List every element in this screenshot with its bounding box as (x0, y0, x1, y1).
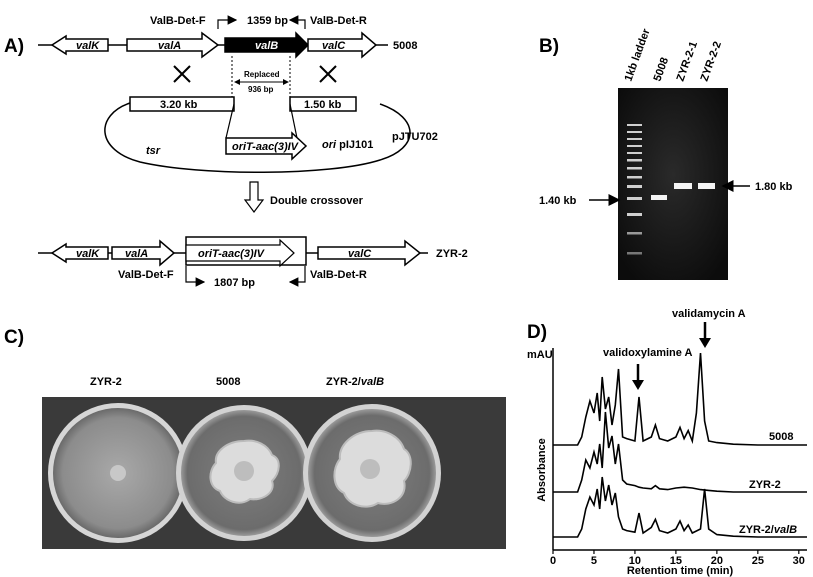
double-crossover-label: Double crossover (270, 195, 364, 207)
svg-text:valA: valA (125, 248, 148, 260)
bottom-amplicon-size: 1807 bp (214, 277, 255, 289)
x-tick-label: 10 (629, 555, 641, 567)
x-tick-label: 15 (670, 555, 682, 567)
svg-text:valC: valC (322, 40, 346, 52)
panel-a-gene-map: A) valK valA valB valC 5008 ValB-Det-F 1… (4, 15, 468, 289)
gene-valc-top: valC (307, 31, 378, 59)
trace-line-2 (553, 476, 807, 538)
band-zyr2-1 (674, 183, 692, 189)
tsr-label: tsr (146, 145, 161, 157)
svg-text:oriT-aac(3)IV: oriT-aac(3)IV (232, 141, 300, 153)
lane-label-5008: 5008 (652, 56, 672, 83)
y-axis-label: Absorbance (536, 438, 548, 502)
primer-f-bottom: ValB-Det-F (118, 269, 174, 281)
svg-text:valA: valA (158, 40, 181, 52)
trace-label-5008: 5008 (769, 431, 793, 443)
x-tick-label: 20 (711, 555, 723, 567)
y-axis-unit: mAU (527, 349, 553, 361)
primer-f-top: ValB-Det-F (150, 15, 206, 27)
x-tick-label: 0 (550, 555, 556, 567)
panel-b-label: B) (539, 36, 559, 57)
panel-b-gel: B) 1kb ladder 5008 ZYR-2-1 ZYR-2-2 1.40 … (539, 27, 793, 280)
gene-valk-top: valK (50, 34, 109, 56)
crossover-mark-right (319, 65, 337, 83)
peak-label-validoxylamine-a: validoxylamine A (603, 347, 693, 359)
right-arm-box: 1.50 kb (289, 96, 357, 112)
peak-label-validamycin-a: validamycin A (672, 308, 746, 320)
svg-text:oriT-aac(3)IV: oriT-aac(3)IV (198, 248, 266, 260)
svg-text:valK: valK (76, 248, 100, 260)
panel-a-label: A) (4, 36, 24, 57)
primer-f-top-arrow (217, 15, 238, 29)
double-crossover-arrow (243, 181, 265, 213)
svg-text:3.20 kb: 3.20 kb (160, 99, 198, 111)
marker-label-1-80kb: 1.80 kb (755, 181, 793, 193)
plasmid-name: pJTU702 (392, 131, 438, 143)
top-amplicon-size: 1359 bp (247, 15, 288, 27)
trace-line-0 (553, 352, 807, 446)
gene-valb-top: valB (224, 31, 310, 59)
trace-label-zyr2: ZYR-2 (749, 479, 781, 491)
svg-text:valK: valK (76, 40, 100, 52)
replaced-label: Replaced (244, 70, 280, 79)
svg-text:valC: valC (348, 248, 372, 260)
trace-line-1 (553, 411, 807, 493)
marker-label-1-40kb: 1.40 kb (539, 195, 577, 207)
gene-valc-bottom: valC (317, 239, 422, 267)
cassette-orit-aac3iv-plasmid: oriT-aac(3)IV (225, 131, 308, 161)
strain-5008-label: 5008 (393, 40, 417, 52)
x-axis-label: Retention time (min) (627, 565, 734, 577)
svg-text:1.50 kb: 1.50 kb (304, 99, 342, 111)
panel-d-label: D) (527, 322, 547, 343)
replaced-bp-label: 936 bp (248, 85, 273, 94)
cassette-orit-aac3iv-bottom: oriT-aac(3)IV (185, 238, 295, 268)
plate-label-5008: 5008 (216, 376, 240, 388)
primer-r-bottom: ValB-Det-R (310, 269, 367, 281)
plate-label-zyr2: ZYR-2 (90, 376, 122, 388)
primer-r-top: ValB-Det-R (310, 15, 367, 27)
lane-label-zyr2-1: ZYR-2-1 (675, 40, 700, 83)
panel-d-hplc-chart: D) mAU Absorbance 0 5 10 15 20 25 30 Retention… (527, 308, 807, 577)
primer-r-bottom-arrow (288, 266, 306, 287)
crossover-mark-left (173, 65, 191, 83)
band-5008 (651, 195, 667, 200)
plate-label-zyr2-valb: ZYR-2/valB (326, 376, 384, 388)
ori-label: ori pIJ101 (322, 139, 373, 151)
gene-vala-top: valA (126, 31, 220, 59)
primer-r-top-arrow (288, 15, 306, 29)
plate-zyr2-valb (303, 404, 441, 542)
plate-5008 (176, 405, 312, 541)
gene-vala-bottom: valA (111, 239, 176, 267)
x-axis-ticks: 0 5 10 15 20 25 30 (550, 550, 805, 567)
lane-label-ladder: 1kb ladder (623, 27, 653, 83)
left-arm-box: 3.20 kb (129, 96, 235, 112)
ladder-bands (627, 124, 642, 255)
peak-arrow-validamycin-a (699, 322, 711, 348)
plasmid-backbone (104, 102, 411, 173)
primer-f-bottom-arrow (185, 266, 206, 287)
svg-text:valB: valB (255, 40, 278, 52)
panel-c-plates: C) ZYR-2 5008 ZYR-2/valB (4, 327, 506, 549)
gene-valk-bottom: valK (50, 242, 109, 264)
chromatogram-traces (553, 352, 807, 538)
x-tick-label: 25 (752, 555, 764, 567)
band-zyr2-2 (698, 183, 715, 189)
x-tick-label: 30 (793, 555, 805, 567)
strain-zyr2-label: ZYR-2 (436, 248, 468, 260)
plate-zyr2 (48, 403, 188, 543)
x-tick-label: 5 (591, 555, 597, 567)
trace-label-zyr2-valb: ZYR-2/valB (739, 524, 797, 536)
peak-arrow-validoxylamine-a (632, 364, 644, 390)
panel-c-label: C) (4, 327, 24, 348)
lane-label-zyr2-2: ZYR-2-2 (699, 40, 724, 83)
